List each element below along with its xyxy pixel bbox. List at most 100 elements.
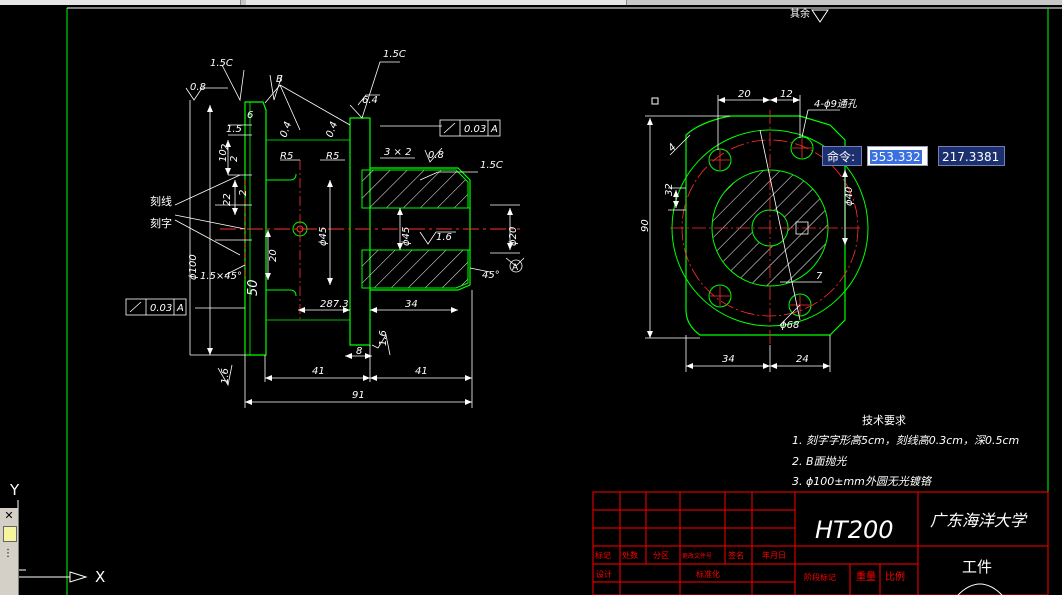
datum-a-label: A	[512, 263, 519, 273]
dimension-label: ϕ40	[844, 187, 855, 206]
dimension-label: 4	[666, 142, 678, 154]
titleblock-cell: 比例	[885, 570, 905, 583]
titleblock-cell: 标准化	[696, 569, 720, 579]
titleblock-cell: 阶段标记	[804, 572, 836, 582]
dimension-label: 287.3	[320, 299, 349, 310]
dimension-label: ϕ20	[508, 227, 519, 246]
dimension-label: 41	[415, 366, 428, 377]
tech-item-2: 2. B面抛光	[792, 455, 848, 468]
roughness-label: 6.4	[362, 95, 378, 106]
roughness-label: 0.4	[278, 120, 294, 139]
holes-note: 4-ϕ9通孔	[814, 98, 858, 110]
top-toolbar-strip	[0, 0, 1062, 5]
roughness-label: 0.8	[190, 82, 206, 93]
hatch-upper	[361, 169, 469, 209]
roughness-label: 1.6	[378, 330, 389, 346]
dimension-label: ϕ45	[318, 227, 329, 246]
tech-item-3: 3. ϕ100±mm外圆无光镀铬	[792, 475, 933, 488]
dimension-label: 20	[268, 249, 279, 262]
docked-tool-panel[interactable]: ✕ ⋮	[0, 508, 19, 595]
coordinate-x-input[interactable]: 353.332	[867, 146, 928, 166]
hatch-lower	[361, 249, 469, 289]
titleblock-cell: 年月日	[762, 550, 786, 560]
tolerance-value: 0.03	[150, 303, 172, 314]
titleblock-cell: 分区	[653, 551, 669, 560]
dimension-label: 90	[640, 219, 651, 232]
title-block: 标记 处数 分区 更改文件号 签名 年月日 设计 标准化 阶段标记 重量 比例 …	[592, 491, 1049, 595]
dimension-label: 22	[222, 193, 233, 206]
tech-title: 技术要求	[862, 414, 906, 427]
ucs-y-label: Y	[10, 481, 20, 499]
drawing-frame	[66, 7, 1062, 595]
dimension-label: 1.5×45°	[200, 271, 242, 282]
dimension-label: 7	[816, 271, 823, 282]
roughness-label: 1.5C	[480, 160, 503, 171]
roughness-label: 1.6	[436, 232, 452, 243]
coordinate-x-value: 353.332	[870, 150, 922, 164]
titleblock-cell: 重量	[856, 570, 876, 583]
roughness-note: 其余	[790, 7, 810, 20]
tech-item-1: 1. 刻字字形高5cm，刻线高0.3cm，深0.5cm	[792, 434, 1019, 447]
dimension-label: 1.5	[226, 124, 242, 135]
surface-b-label: B	[276, 74, 283, 85]
dimension-label: 45°	[482, 270, 500, 281]
bolt-hole	[708, 284, 732, 308]
boss-outline	[370, 167, 471, 291]
ucs-icon	[10, 500, 88, 583]
panel-grip-icon[interactable]: ⋮	[3, 548, 13, 559]
tolerance-datum: A	[490, 124, 498, 135]
ring-outline	[349, 117, 371, 346]
dimension-label: ϕ100	[188, 254, 199, 280]
engrave-char-label: 刻字	[150, 216, 172, 230]
tolerance-value: 0.03	[464, 124, 486, 135]
school-name: 广东海洋大学	[930, 511, 1028, 530]
command-prompt-label: 命令:	[822, 146, 862, 166]
dimension-label: 10	[218, 149, 229, 162]
tolerance-datum: A	[176, 303, 184, 314]
roughness-label: 1.5C	[210, 58, 233, 69]
titleblock-cell: 签名	[728, 550, 744, 560]
dimension-label: R5	[280, 151, 293, 162]
dimension-label: R5	[326, 151, 339, 162]
engrave-line-label: 刻线	[150, 194, 172, 208]
bolt-hole	[788, 293, 812, 317]
dimension-label: ϕ68	[780, 320, 799, 331]
dimension-label: 41	[312, 366, 325, 377]
front-section-view: 1.5C 1.5C 1.5C 0.8 0.8 6.4 1.6 1.6 1.6 0…	[125, 49, 525, 408]
roughness-label: 1.5C	[383, 49, 406, 60]
roughness-label: 1.6	[220, 368, 231, 384]
part-name: 工件	[962, 558, 992, 576]
dimension-label: 6	[247, 110, 253, 121]
dimension-label: 2	[229, 156, 240, 162]
dimension-label: 50	[246, 279, 261, 296]
dimension-label: 91	[352, 390, 365, 401]
toolbar-segment[interactable]	[0, 0, 241, 5]
dimension-label: 34	[722, 354, 735, 365]
material-label: HT200	[815, 516, 894, 544]
dimension-label: 12	[780, 89, 793, 100]
dimension-label: 34	[405, 299, 418, 310]
tech-requirements: 技术要求 1. 刻字字形高5cm，刻线高0.3cm，深0.5cm 2. B面抛光…	[792, 414, 1019, 488]
roughness-label: 0.4	[324, 120, 340, 139]
dimension-label: 8	[356, 346, 362, 357]
dimension-label: 24	[796, 354, 809, 365]
dimension-label: ϕ45	[401, 227, 412, 246]
roughness-label: 0.8	[428, 150, 444, 161]
ucs-x-label: X	[95, 568, 106, 586]
titleblock-cell: 设计	[596, 569, 612, 579]
grip-square	[651, 97, 659, 105]
titleblock-cell: 更改文件号	[682, 552, 712, 560]
side-view: 20 12 4-ϕ9通孔 90 32 ϕ40 ϕ68 7 34 24 4	[640, 89, 869, 372]
dimension-label: 3 × 2	[384, 147, 411, 158]
bolt-hole	[708, 148, 732, 172]
coordinate-y-input[interactable]: 217.3381	[938, 146, 1005, 166]
toolbar-segment[interactable]	[246, 0, 627, 5]
dimension-label: 32	[664, 183, 675, 196]
panel-strip-icon[interactable]	[3, 526, 17, 542]
titleblock-cell: 处数	[622, 550, 638, 560]
dimension-label: 2	[220, 144, 231, 150]
titleblock-cell: 标记	[595, 550, 611, 560]
close-icon[interactable]: ✕	[2, 510, 16, 522]
dimension-label: 2	[238, 190, 249, 196]
